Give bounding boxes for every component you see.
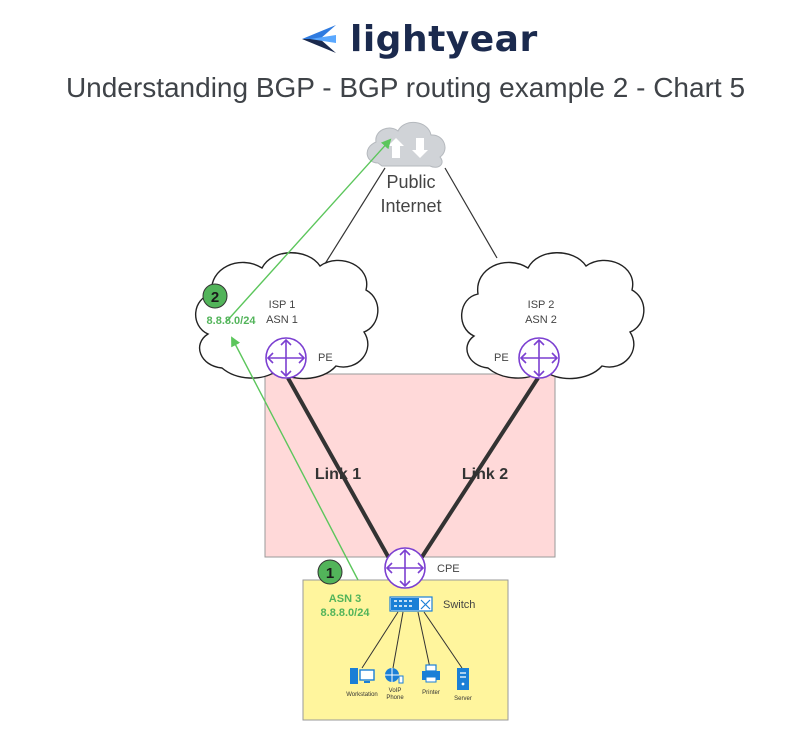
advertisement-arrow-cpe-to-isp1 [231,336,359,581]
voip-phone-label-line2: Phone [386,695,404,701]
voip-phone-icon [385,668,404,684]
step-1-badge: 1 [317,559,343,585]
isp2-cloud [460,252,645,380]
isp1-asn: ASN 1 [266,314,298,326]
upload-arrow-icon [388,138,404,158]
switch-icon [389,596,433,612]
printer-label: Printer [422,690,440,696]
isp2-pe-label: PE [494,352,509,364]
lightyear-logo-icon [302,25,336,53]
isp2-asn: ASN 2 [525,314,557,326]
link2-label: Link 2 [462,466,508,483]
download-arrow-icon [412,138,428,158]
server-icon [457,668,469,690]
link1-label: Link 1 [315,466,361,483]
isp2-pe-router-icon [518,337,560,379]
switch-label: Switch [443,599,475,611]
switch-device-lines [361,611,463,669]
voip-phone-label-line1: VoIP [389,688,402,694]
cpe-label: CPE [437,563,460,575]
step-1-number: 1 [326,565,334,582]
internet-label-line1: Public [386,172,435,192]
isp1-pe-router-icon [265,337,307,379]
internet-to-isp1-line [322,167,386,268]
step-2-prefix: 8.8.8.0/24 [207,315,257,327]
isp1-name: ISP 1 [269,299,296,311]
customer-prefix: 8.8.8.0/24 [321,607,371,619]
step-2-number: 2 [211,289,219,306]
core-network-zone [264,373,556,558]
isp1-pe-label: PE [318,352,333,364]
server-label: Server [454,696,472,702]
brand-name: lightyear [350,18,538,60]
isp1-cloud [194,252,379,380]
cpe-router-icon [384,547,426,589]
internet-to-isp2-line [444,167,498,259]
public-internet-cloud [366,122,446,168]
lightyear-logo: lightyear [300,16,538,62]
isp2-name: ISP 2 [528,299,555,311]
link2-line [418,376,540,562]
workstation-icon [350,668,375,684]
link1-line [286,377,392,561]
printer-icon [422,664,440,683]
customer-asn: ASN 3 [329,593,361,605]
page-title: Understanding BGP - BGP routing example … [65,72,746,103]
workstation-label: Workstation [346,692,378,698]
step-2-badge: 2 [202,283,228,309]
advertisement-arrow-isp1-to-internet [225,138,392,323]
internet-label-line2: Internet [380,196,441,216]
